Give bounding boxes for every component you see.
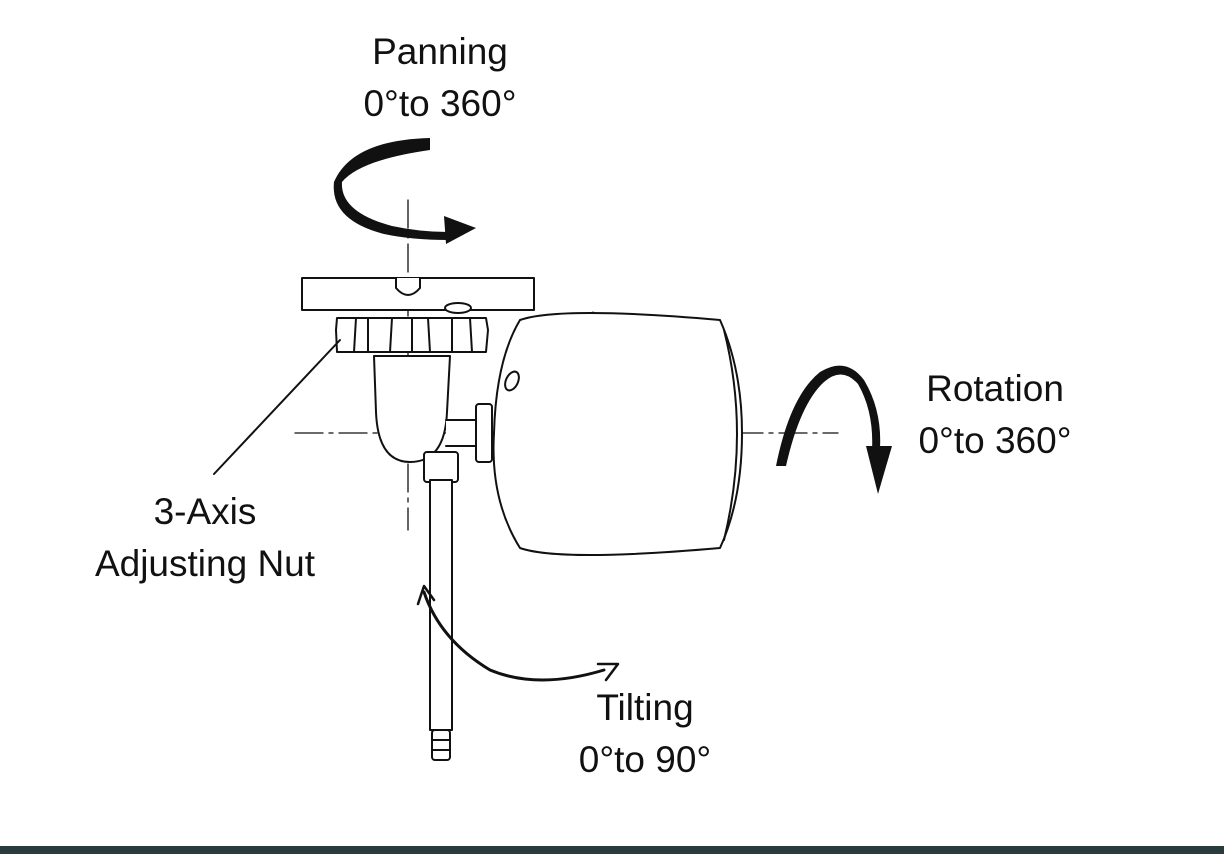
nut-pointer-line: [213, 339, 341, 475]
tilting-arrow: [416, 584, 620, 682]
panning-range: 0°to 360°: [363, 83, 517, 124]
mount-plate: [301, 277, 535, 314]
adjusting-nut: [335, 317, 489, 353]
antenna: [423, 451, 459, 761]
adjusting-nut-label: 3-Axis Adjusting Nut: [60, 486, 350, 590]
rotation-title: Rotation: [926, 368, 1064, 409]
tilting-range: 0°to 90°: [578, 739, 712, 780]
tilting-title: Tilting: [596, 687, 694, 728]
tilting-label: Tilting 0°to 90°: [545, 682, 745, 786]
footer-bar: [0, 846, 1224, 854]
panning-label: Panning 0°to 360°: [330, 26, 550, 130]
swivel-neck: [373, 355, 493, 463]
adjusting-nut-line2: Adjusting Nut: [94, 543, 316, 584]
rotation-range: 0°to 360°: [918, 420, 1072, 461]
panning-arrow: [333, 138, 476, 244]
panning-title: Panning: [372, 31, 508, 72]
adjusting-nut-line1: 3-Axis: [153, 491, 257, 532]
rotation-arrow: [776, 365, 892, 494]
camera-body: [492, 312, 743, 556]
rotation-label: Rotation 0°to 360°: [890, 363, 1100, 467]
